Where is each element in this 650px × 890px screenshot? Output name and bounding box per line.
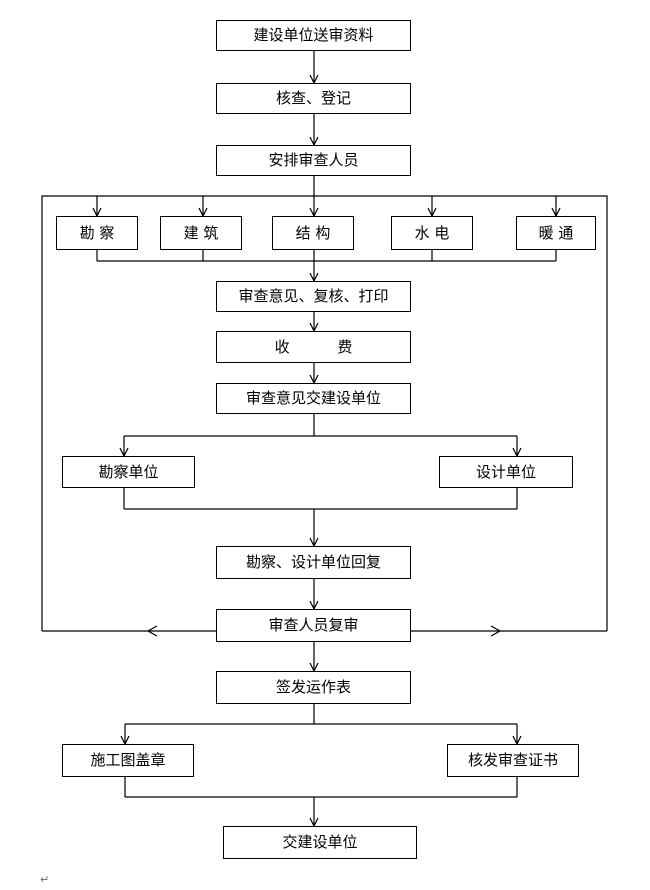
step-architecture: 建 筑	[160, 216, 242, 250]
step-stamp-drawings: 施工图盖章	[62, 744, 194, 777]
step-hvac: 暖 通	[516, 216, 596, 250]
step-deliver-final: 交建设单位	[223, 826, 417, 859]
step-design-unit: 设计单位	[439, 456, 573, 488]
step-submit-materials: 建设单位送审资料	[216, 20, 411, 51]
step-review-opinion-print: 审查意见、复核、打印	[216, 281, 411, 312]
paragraph-mark: ↵	[40, 873, 50, 886]
step-issue-form: 签发运作表	[216, 671, 411, 704]
outer-loop-frame	[41, 195, 608, 631]
loop-right-arrowhead	[490, 625, 502, 637]
step-deliver-opinion: 审查意见交建设单位	[216, 383, 411, 414]
loop-left-arrowhead	[146, 625, 158, 637]
step-water-power: 水 电	[391, 216, 473, 250]
step-survey: 勘 察	[56, 216, 138, 250]
step-check-register: 核查、登记	[216, 83, 411, 114]
step-issue-certificate: 核发审查证书	[447, 744, 579, 777]
step-fee: 收 费	[216, 331, 411, 363]
step-unit-reply: 勘察、设计单位回复	[216, 546, 411, 579]
step-assign-reviewers: 安排审查人员	[216, 145, 411, 176]
step-re-review: 审查人员复审	[216, 609, 411, 642]
step-survey-unit: 勘察单位	[62, 456, 195, 488]
step-structure: 结 构	[272, 216, 354, 250]
